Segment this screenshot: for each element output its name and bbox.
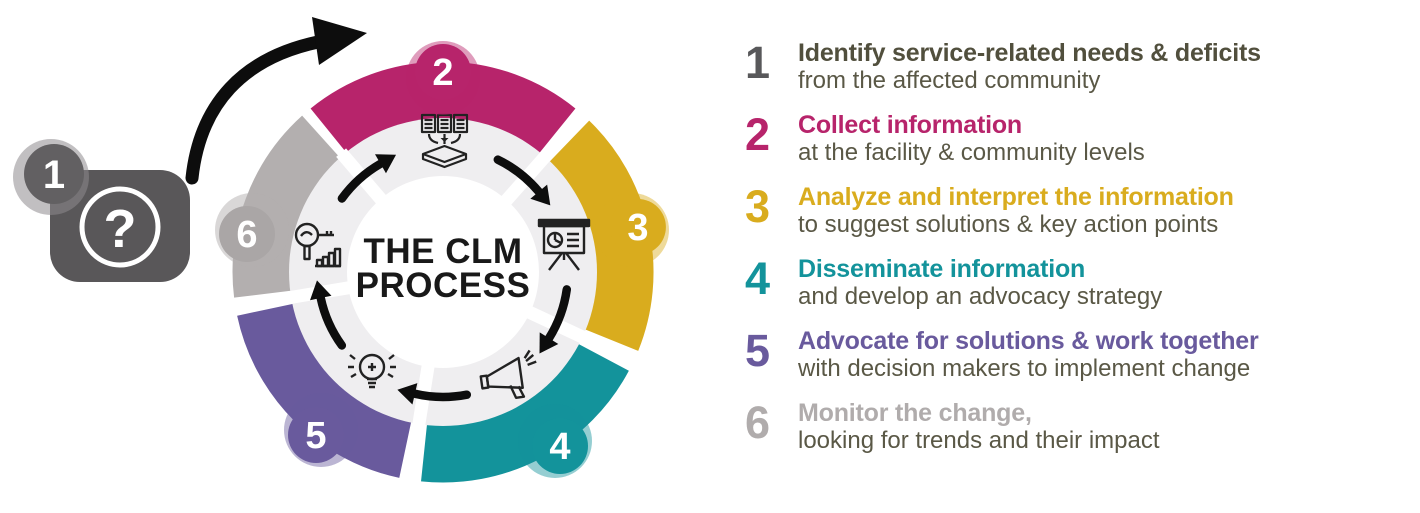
badge-4-label: 4	[549, 426, 570, 468]
step-subtitle: with decision makers to implement change	[798, 355, 1251, 382]
badge-1	[24, 144, 84, 204]
badge-4	[532, 418, 588, 474]
step-number: 1	[744, 37, 770, 88]
question-bubble: ? 1	[13, 139, 190, 282]
step-text: Disseminate information and develop an a…	[798, 255, 1163, 311]
badge-5	[288, 407, 344, 463]
badge-3-label: 3	[627, 207, 648, 249]
step-text: Monitor the change, looking for trends a…	[798, 399, 1160, 455]
legend-step-3: 3 Analyze and interpret the information …	[726, 181, 1410, 239]
step-number: 5	[744, 325, 770, 376]
step-title: Disseminate information	[798, 255, 1086, 283]
ring-badges: 2 3 4 5 6	[215, 41, 669, 478]
monitor-trends-icon	[294, 222, 342, 268]
documents-collection-icon	[420, 113, 469, 169]
step-subtitle: and develop an advocacy strategy	[798, 283, 1163, 310]
segment-4-disseminate	[421, 343, 629, 483]
step-text: Identify service-related needs & deficit…	[798, 39, 1261, 95]
legend-step-4: 4 Disseminate information and develop an…	[726, 253, 1410, 311]
legend-step-2: 2 Collect information at the facility & …	[726, 109, 1410, 167]
step-number: 4	[744, 253, 770, 304]
step-number: 3	[744, 181, 770, 232]
badge-5-label: 5	[305, 415, 326, 457]
step-title: Monitor the change,	[798, 399, 1032, 427]
step-subtitle: to suggest solutions & key action points	[798, 211, 1219, 238]
process-legend: 1 Identify service-related needs & defic…	[726, 37, 1410, 455]
speech-bubble	[50, 170, 190, 282]
center-title-line1: THE CLM	[363, 232, 522, 271]
step-title: Analyze and interpret the information	[798, 183, 1234, 211]
badge-1-label: 1	[43, 153, 65, 197]
step-text: Analyze and interpret the information to…	[798, 183, 1234, 239]
step-subtitle: at the facility & community levels	[798, 139, 1145, 166]
question-mark-glyph: ?	[104, 199, 137, 259]
clm-process-circle-svg: ? 1	[13, 17, 669, 483]
step-title: Collect information	[798, 111, 1022, 139]
legend-step-5: 5 Advocate for solutions & work together…	[726, 325, 1410, 383]
badge-6-label: 6	[236, 214, 257, 256]
clm-process-diagram: ? 1	[0, 0, 712, 508]
step-subtitle: from the affected community	[798, 67, 1101, 94]
segment-5-advocate	[237, 303, 412, 478]
legend-step-1: 1 Identify service-related needs & defic…	[726, 37, 1410, 95]
step-title: Identify service-related needs & deficit…	[798, 39, 1261, 67]
center-circle	[347, 176, 539, 368]
megaphone-icon	[479, 349, 537, 399]
badge-6	[219, 206, 275, 262]
badge-2-label: 2	[432, 52, 453, 94]
idea-bulb-icon	[348, 353, 396, 389]
badge-3	[609, 199, 666, 255]
step-subtitle: looking for trends and their impact	[798, 427, 1160, 454]
presentation-chart-icon	[537, 218, 591, 271]
legend-step-6: 6 Monitor the change, looking for trends…	[726, 397, 1410, 455]
step-text: Advocate for solutions & work together w…	[798, 327, 1259, 383]
step-number: 2	[744, 109, 770, 160]
center-title-line2: PROCESS	[356, 266, 531, 305]
entry-arrow-shaft	[185, 35, 325, 185]
step-text: Collect information at the facility & co…	[798, 111, 1145, 167]
step-title: Advocate for solutions & work together	[798, 327, 1259, 355]
question-mark-icon	[79, 186, 161, 268]
entry-arrow	[185, 17, 367, 185]
step-number: 6	[744, 397, 770, 448]
entry-arrow-head	[312, 17, 367, 65]
badge-2	[415, 44, 471, 100]
